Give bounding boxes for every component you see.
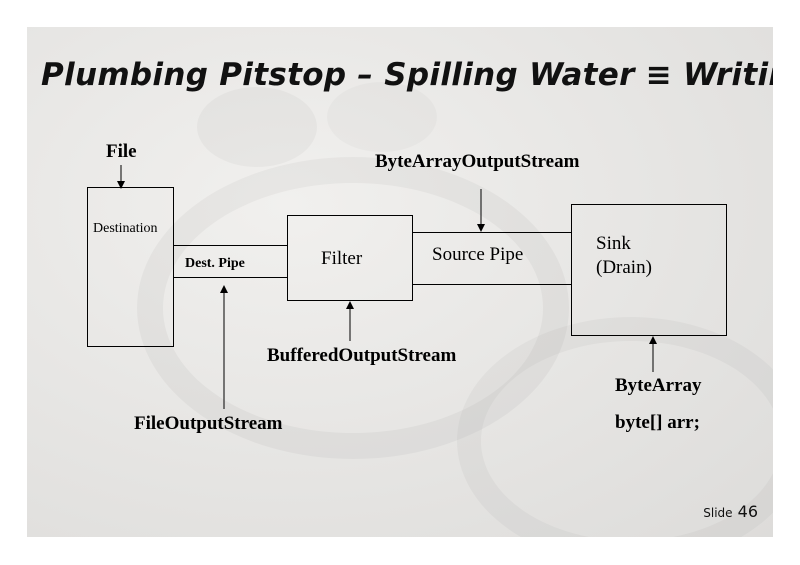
filter-label: Filter (321, 248, 363, 269)
byte-array-label: ByteArray (615, 375, 702, 396)
slide-number-value: 46 (737, 502, 758, 521)
source-pipe-top (413, 232, 572, 233)
destination-label: Destination (93, 221, 158, 236)
dest-pipe-label: Dest. Pipe (185, 256, 245, 271)
byte-array-decl-label: byte[] arr; (615, 412, 700, 433)
sink-box: Sink (Drain) (571, 204, 727, 336)
source-pipe-label: Source Pipe (432, 244, 524, 265)
source-pipe-bottom (413, 284, 572, 285)
sink-drain-label: (Drain) (596, 257, 652, 278)
file-label: File (106, 141, 137, 162)
destination-box: Destination (87, 187, 174, 347)
buffered-output-stream-label: BufferedOutputStream (267, 345, 457, 366)
arrows-layer (117, 165, 657, 409)
dest-pipe-bottom (174, 277, 288, 278)
sink-label: Sink (596, 233, 631, 254)
dest-pipe-top (174, 245, 288, 246)
file-output-stream-label: FileOutputStream (134, 413, 283, 434)
byte-array-output-stream-label: ByteArrayOutputStream (375, 151, 580, 172)
slide-title: Plumbing Pitstop – Spilling Water ≡ Writ… (41, 57, 773, 93)
filter-box: Filter (287, 215, 413, 301)
slide: Plumbing Pitstop – Spilling Water ≡ Writ… (27, 27, 773, 537)
slide-number: Slide 46 (703, 502, 758, 521)
slide-word: Slide (703, 506, 733, 520)
